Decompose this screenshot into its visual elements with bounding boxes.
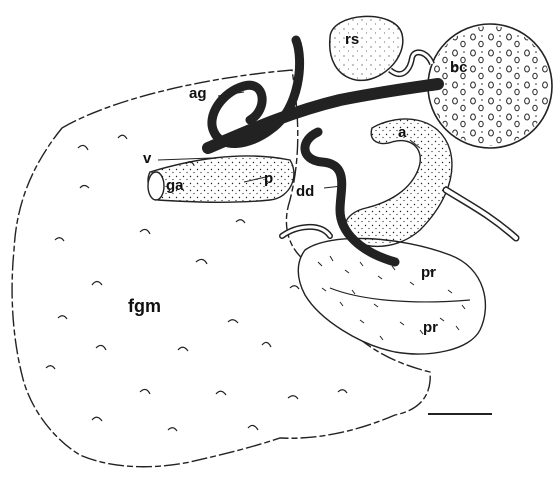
bursa-copulatrix <box>428 24 552 148</box>
label-pr-lower: pr <box>423 320 438 335</box>
label-ga: ga <box>166 178 184 193</box>
label-rs: rs <box>345 32 359 47</box>
label-dd: dd <box>296 184 314 199</box>
label-fgm: fgm <box>128 297 161 315</box>
label-ag: ag <box>189 86 207 101</box>
label-bc: bc <box>450 60 468 75</box>
label-pr-upper: pr <box>421 265 436 280</box>
label-a: a <box>398 125 406 140</box>
prostate-gland <box>298 238 485 354</box>
label-v: v <box>143 151 151 166</box>
label-p: p <box>264 171 273 186</box>
